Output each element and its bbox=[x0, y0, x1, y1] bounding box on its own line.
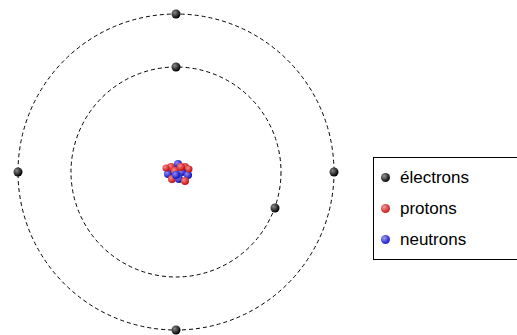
outer-orbit bbox=[18, 14, 334, 330]
legend-swatch bbox=[381, 204, 390, 213]
legend-swatch bbox=[381, 173, 390, 182]
legend-entry: protons bbox=[374, 193, 517, 224]
legend-text: neutrons bbox=[400, 230, 466, 250]
legend-entry: électrons bbox=[374, 162, 517, 193]
legend-swatch bbox=[381, 235, 390, 244]
legend-entry: neutrons bbox=[374, 224, 517, 255]
inner-orbit bbox=[71, 67, 281, 277]
legend-text: électrons bbox=[400, 168, 469, 188]
electrons bbox=[14, 10, 339, 335]
nucleus bbox=[163, 160, 193, 185]
legend-text: protons bbox=[400, 199, 457, 219]
legend: électrons protons neutrons bbox=[373, 157, 517, 260]
